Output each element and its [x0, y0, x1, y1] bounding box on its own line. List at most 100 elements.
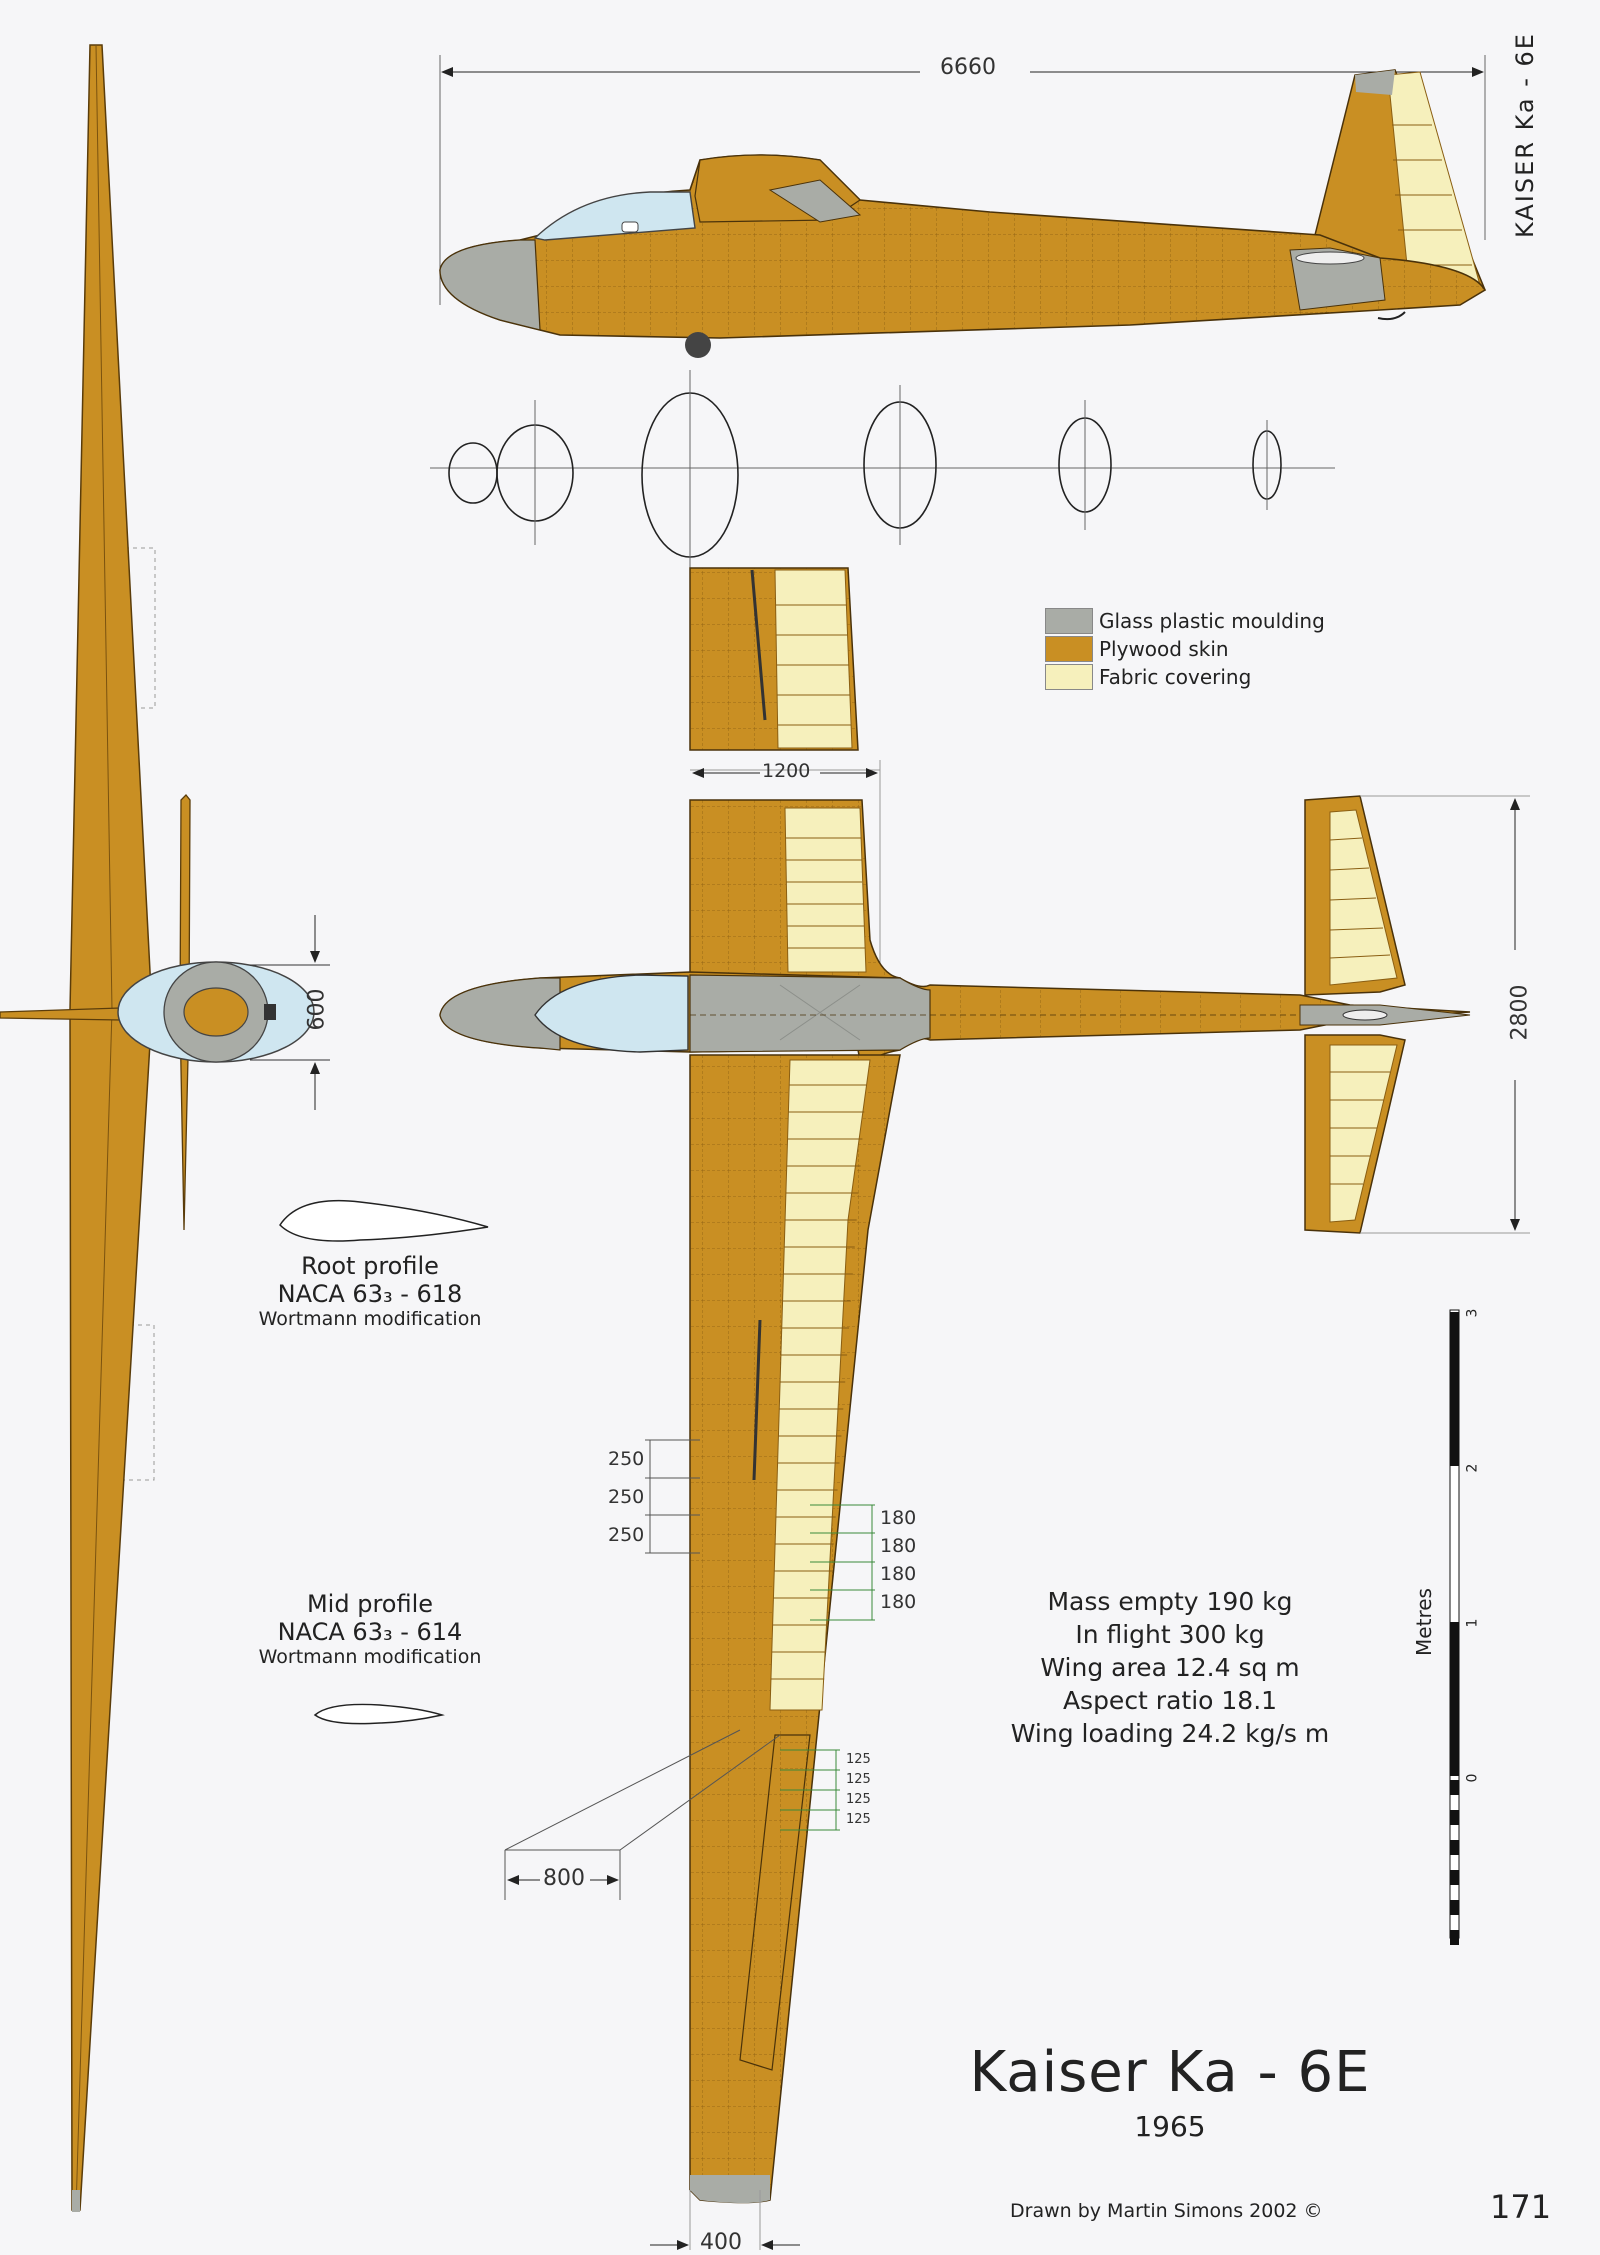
scale-checker — [1450, 1870, 1459, 1885]
spec-wing-loading: Wing loading 24.2 kg/s m — [1010, 1719, 1330, 1748]
plan-outer-ribs — [770, 1084, 867, 1680]
side-wheel — [685, 332, 711, 358]
legend-label-fabric: Fabric covering — [1099, 665, 1252, 689]
dim-250-b: 250 — [608, 1486, 645, 1508]
page-number: 171 — [1490, 2188, 1552, 2226]
plan-aileron-outline — [739, 1734, 811, 2071]
spec-in-flight: In flight 300 kg — [1075, 1620, 1265, 1649]
plan-inner-fabric — [784, 807, 867, 973]
legend-swatch-plywood — [1045, 636, 1093, 662]
plan-fairing-cross — [779, 984, 861, 1041]
dim-length-label: 6660 — [940, 55, 996, 80]
side-tail-skid — [1377, 311, 1406, 321]
drawing-title: Kaiser Ka - 6E — [969, 2040, 1371, 2105]
scale-checker — [1450, 1810, 1459, 1825]
plan-upper-spoiler — [750, 569, 767, 721]
plan-inner-ribs — [786, 837, 865, 949]
legend-label-plywood: Plywood skin — [1099, 637, 1229, 661]
scale-checker — [1450, 1900, 1459, 1915]
dim-250-a: 250 — [608, 1448, 645, 1470]
root-profile-naca: NACA 63₃ - 618 — [277, 1280, 463, 1308]
side-view — [439, 55, 1487, 358]
mid-profile-caption: Mid profile NACA 63₃ - 614 Wortmann modi… — [240, 1590, 500, 1668]
dim-180-a: 180 — [880, 1507, 917, 1529]
mid-profile-note: Wortmann modification — [258, 1646, 482, 1668]
dim-bracket-label: 800 — [543, 1866, 585, 1891]
dim-span-segment-label: 1200 — [762, 760, 811, 782]
plan-tail-bump — [1342, 1009, 1388, 1021]
scale-tick-2: 2 — [1464, 1463, 1481, 1473]
plan-outer-fabric — [769, 1059, 871, 1711]
plan-elevator-lower — [1329, 1044, 1398, 1223]
dim-180-d: 180 — [880, 1591, 917, 1613]
dim-tailplane-span-label: 2800 — [1507, 984, 1533, 1041]
legend-swatch-fabric — [1045, 664, 1093, 690]
front-tailplane — [0, 1007, 121, 1021]
legend-item-glass: Glass plastic moulding — [1045, 608, 1325, 634]
side-title: KAISER Ka - 6E — [1505, 32, 1545, 238]
mid-profile-naca: NACA 63₃ - 614 — [277, 1618, 463, 1646]
front-wing-tip — [72, 2190, 80, 2212]
legend-item-plywood: Plywood skin — [1045, 636, 1229, 662]
scale-bar — [1449, 1309, 1460, 1945]
front-wing — [69, 44, 153, 2211]
dim-125-c: 125 — [846, 1792, 871, 1807]
dim-250-c: 250 — [608, 1524, 645, 1546]
scale-checker — [1450, 1840, 1459, 1855]
front-nose — [183, 987, 249, 1037]
scale-segment — [1450, 1622, 1459, 1776]
scale-unit-label: Metres — [1411, 1588, 1436, 1656]
specifications: Mass empty 190 kg In flight 300 kg Wing … — [1000, 1585, 1340, 1750]
side-tailplane-section — [1295, 251, 1365, 265]
side-canopy — [533, 191, 696, 241]
side-fin-tip — [1355, 70, 1395, 95]
dim-fin-height-label: 600 — [304, 988, 330, 1031]
dim-800-bracket — [504, 1729, 781, 1900]
plan-upper-ribs — [776, 604, 851, 726]
plan-wing-fairing — [689, 974, 931, 1053]
legend-label-glass: Glass plastic moulding — [1099, 609, 1325, 633]
scale-checker — [1450, 1780, 1459, 1795]
dim-125-ticks — [780, 1749, 840, 1831]
plan-upper-fabric — [774, 569, 853, 749]
airfoil-profiles — [279, 1199, 489, 1725]
scale-tick-1: 1 — [1464, 1618, 1481, 1628]
mid-airfoil — [313, 1703, 445, 1725]
side-title-text: KAISER Ka - 6E — [1511, 32, 1539, 238]
plan-view — [439, 567, 1530, 2250]
dim-250-ticks — [645, 1439, 700, 1554]
root-profile-title: Root profile — [301, 1252, 439, 1280]
root-airfoil — [279, 1199, 489, 1242]
section-1 — [448, 442, 498, 504]
dim-tip-chord-label: 400 — [700, 2230, 742, 2255]
plan-wing-tip — [690, 2175, 770, 2203]
side-wing-root-fairing — [768, 179, 862, 223]
scale-tick-3: 3 — [1464, 1308, 1481, 1318]
dim-180-b: 180 — [880, 1535, 917, 1557]
legend-item-fabric: Fabric covering — [1045, 664, 1251, 690]
dim-180-ticks — [810, 1504, 875, 1621]
mid-profile-title: Mid profile — [306, 1590, 434, 1618]
scale-tick-0: 0 — [1464, 1773, 1481, 1783]
front-view — [0, 44, 330, 2212]
front-skid — [264, 1004, 276, 1020]
spec-wing-area: Wing area 12.4 sq m — [1040, 1653, 1300, 1682]
spec-mass-empty: Mass empty 190 kg — [1047, 1587, 1293, 1616]
scale-checker — [1450, 1930, 1459, 1945]
dim-180-c: 180 — [880, 1563, 917, 1585]
side-vent — [621, 221, 639, 233]
plan-lower-spoiler — [752, 1319, 762, 1481]
root-profile-note: Wortmann modification — [258, 1308, 482, 1330]
root-profile-caption: Root profile NACA 63₃ - 618 Wortmann mod… — [240, 1252, 500, 1330]
plan-canopy — [534, 974, 689, 1053]
dim-125-b: 125 — [846, 1772, 871, 1787]
spec-aspect-ratio: Aspect ratio 18.1 — [1062, 1686, 1278, 1715]
scale-segment — [1450, 1312, 1459, 1466]
drawing-year: 1965 — [1134, 2110, 1206, 2143]
dim-125-d: 125 — [846, 1812, 871, 1827]
fuselage-cross-sections — [430, 370, 1335, 580]
side-rudder-ribs — [1392, 124, 1472, 266]
legend-swatch-glass — [1045, 608, 1093, 634]
drawing-credit: Drawn by Martin Simons 2002 © — [1010, 2200, 1323, 2222]
